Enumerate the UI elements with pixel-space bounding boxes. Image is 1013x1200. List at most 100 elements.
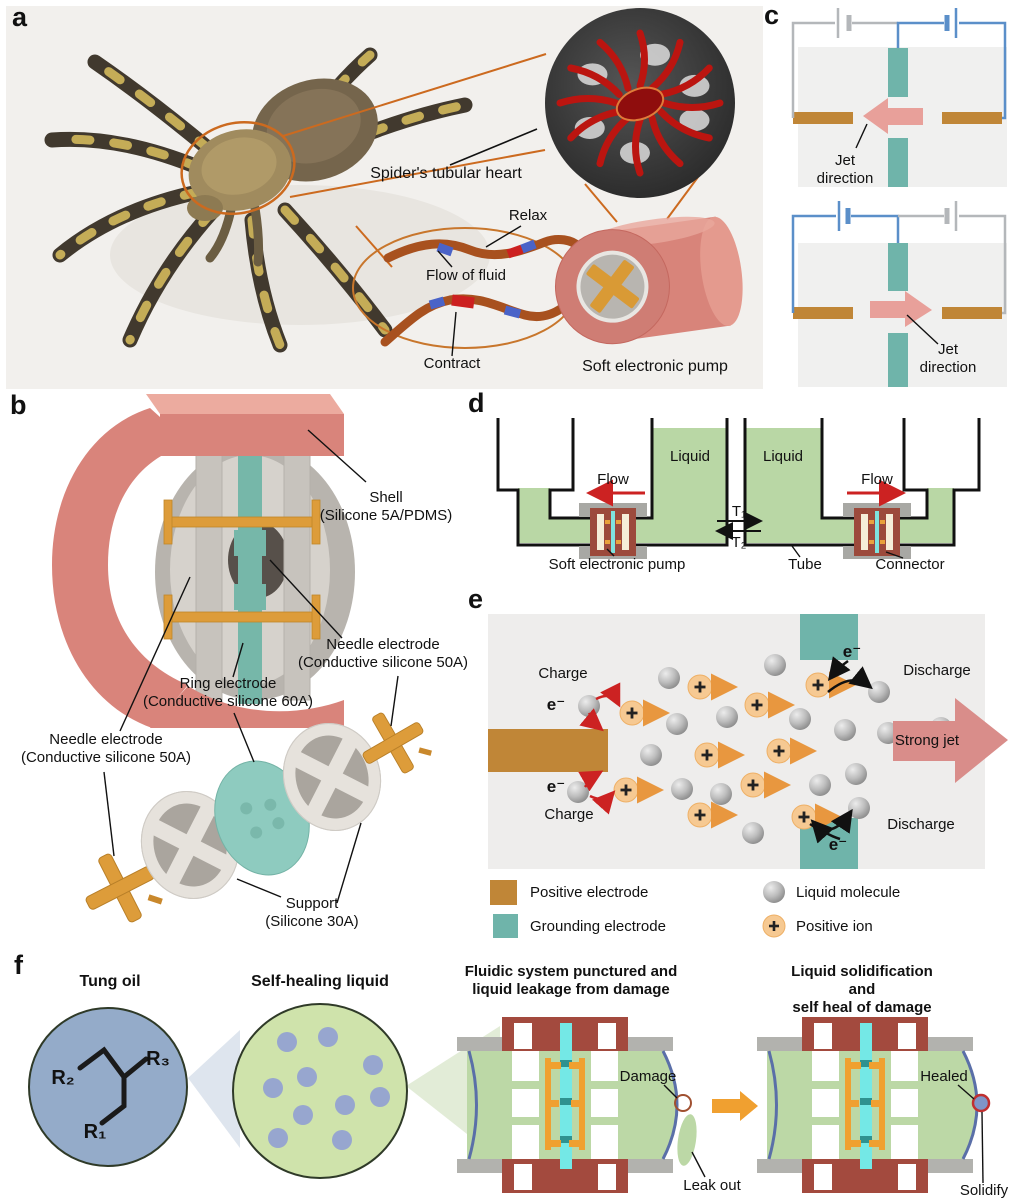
needle-right-label: Needle electrode (Conductive silicone 50… (297, 636, 469, 671)
oil-droplet (363, 1055, 383, 1075)
contract-label: Contract (423, 355, 481, 372)
liquid-molecule (809, 774, 831, 796)
strong-jet-label: Strong jet (894, 732, 960, 749)
oil-droplet (263, 1078, 283, 1098)
solidify-label: Solidify (959, 1182, 1009, 1199)
self-healing-title: Self-healing liquid (251, 973, 389, 990)
liquid-molecule (848, 797, 870, 819)
charge-bottom-label: Charge (544, 806, 594, 823)
positive-electrode-swatch (490, 880, 517, 905)
heart-region-annotation-ellipse (180, 120, 296, 216)
damage-circle (674, 1094, 692, 1112)
pump-construction (52, 394, 432, 923)
liquid-molecule-swatch (763, 881, 785, 903)
pointer-lines-b (103, 429, 399, 904)
oil-droplet (297, 1067, 317, 1087)
needle-electrode-left (85, 853, 163, 923)
electron-label-1: e⁻ (546, 695, 566, 714)
connector-label: Connector (875, 556, 945, 573)
liquid-left-label: Liquid (669, 448, 711, 465)
liquid-molecule (710, 783, 732, 805)
t1-label: T₁ (731, 503, 747, 520)
punctured-title: Fluidic system punctured and liquid leak… (464, 963, 678, 998)
discharge-bottom-label: Discharge (887, 816, 955, 833)
oil-droplet (293, 1105, 313, 1125)
charge-top-label: Charge (538, 665, 588, 682)
electron-label-3: e⁻ (842, 642, 862, 661)
spider-photo (6, 6, 763, 389)
liquid-molecule (640, 744, 662, 766)
jet-arrow-right (870, 291, 932, 327)
healed-circle (971, 1093, 991, 1113)
legend-positive-electrode: Positive electrode (530, 884, 649, 901)
pump-label-a: Soft electronic pump (582, 358, 728, 375)
tung-oil-circle (28, 1007, 188, 1167)
legend-grounding-electrode: Grounding electrode (530, 918, 666, 935)
flow-of-fluid-label: Flow of fluid (425, 267, 507, 284)
panel-letter-f: f (14, 950, 23, 980)
oil-droplet (318, 1027, 338, 1047)
oil-droplet (268, 1128, 288, 1148)
panel-letter-b: b (10, 390, 27, 420)
healed-label: Healed (920, 1068, 968, 1085)
liquid-molecule (868, 681, 890, 703)
electron-label-2: e⁻ (546, 777, 566, 796)
ring-electrode-label: Ring electrode (Conductive silicone 60A) (142, 675, 314, 710)
relax-label: Relax (508, 207, 548, 224)
liquid-molecule (666, 713, 688, 735)
grounding-electrode-top (800, 614, 858, 660)
discharge-top-label: Discharge (903, 662, 971, 679)
circuit-diagrams (791, 8, 1007, 387)
support-disc-right (282, 723, 382, 831)
solidification-title: Liquid solidification and self heal of d… (791, 963, 933, 1016)
liquid-molecule (742, 822, 764, 844)
jet-direction-bottom-label: Jet direction (919, 341, 977, 376)
liquid-molecule (671, 778, 693, 800)
positive-ion-swatch (762, 914, 786, 938)
panel-letter-d: d (468, 388, 485, 418)
liquid-molecule (845, 763, 867, 785)
t2-label: T₂ (731, 534, 747, 551)
jet-direction-top-label: Jet direction (816, 152, 874, 187)
magnification-lines (282, 53, 702, 268)
support-label: Support (Silicone 30A) (265, 895, 359, 930)
oil-droplet (335, 1095, 355, 1115)
panel-letter-c: c (764, 0, 780, 30)
damage-label: Damage (619, 1068, 677, 1085)
liquid-molecule (716, 706, 738, 728)
tung-oil-title: Tung oil (79, 973, 141, 990)
discharge-arrows (809, 656, 873, 844)
r1-label: R₁ (83, 1121, 107, 1143)
liquid-molecule (764, 654, 786, 676)
heart-label: Spider's tubular heart (370, 165, 522, 182)
ehd-mechanism (488, 614, 1008, 938)
electron-label-4: e⁻ (828, 835, 848, 854)
tung-oil-structure (77, 1046, 149, 1126)
oil-droplet (332, 1130, 352, 1150)
jet-arrow-left (863, 98, 923, 134)
r2-label: R₂ (51, 1067, 75, 1089)
flow-right-label: Flow (861, 471, 893, 488)
flow-left-label: Flow (597, 471, 629, 488)
r3-label: R₃ (146, 1048, 170, 1070)
needle-electrode-right (362, 712, 432, 774)
transition-arrow (712, 1091, 758, 1121)
needle-left-label: Needle electrode (Conductive silicone 50… (20, 731, 192, 766)
oil-droplet (370, 1087, 390, 1107)
liquid-right-label: Liquid (762, 448, 804, 465)
pump-label-d: Soft electronic pump (548, 556, 686, 573)
soft-electronic-pump-render (554, 216, 743, 345)
panel-letter-a: a (12, 2, 28, 32)
shell-label: Shell (Silicone 5A/PDMS) (319, 489, 453, 524)
strong-jet-arrow (893, 698, 1008, 783)
legend-liquid-molecule: Liquid molecule (796, 884, 901, 901)
positive-electrode (488, 729, 608, 772)
charge-arrows (578, 682, 621, 815)
leak-out-label: Leak out (683, 1177, 741, 1194)
tube-label: Tube (788, 556, 822, 573)
support-disc-left (140, 791, 240, 899)
self-healing (28, 1003, 991, 1193)
panel-letter-e: e (468, 584, 484, 614)
